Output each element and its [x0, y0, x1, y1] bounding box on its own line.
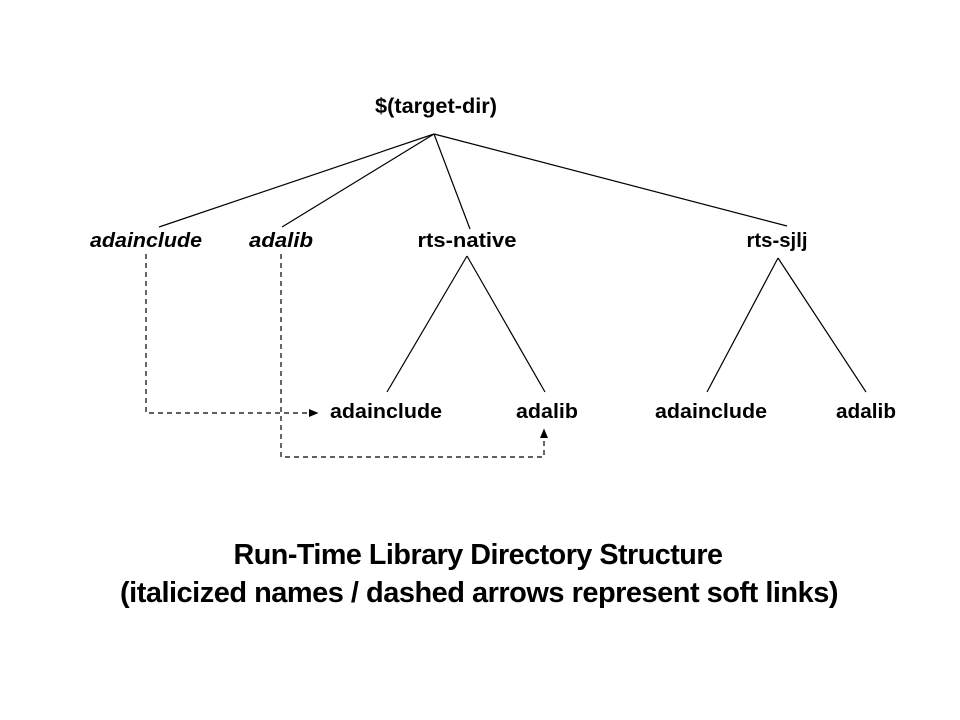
- node-rts-native-adalib: adalib: [516, 401, 578, 423]
- edge-root-adainclude: [158, 133, 435, 228]
- node-rts-sjlj: rts-sjlj: [747, 230, 808, 252]
- node-rts-native: rts-native: [418, 230, 517, 252]
- edge-rts-native-adainclude: [386, 255, 468, 393]
- node-adainclude-softlink: adainclude: [90, 230, 202, 252]
- softlink-arrow-adalib: [280, 254, 548, 458]
- node-rts-sjlj-adainclude: adainclude: [655, 401, 767, 423]
- softlink-arrow-adainclude: [145, 254, 319, 417]
- node-rts-sjlj-adalib: adalib: [836, 401, 896, 423]
- node-target-dir: $(target-dir): [375, 95, 497, 118]
- caption-title: Run-Time Library Directory Structure: [234, 539, 723, 571]
- edge-rts-native-adalib: [466, 255, 546, 393]
- edge-root-rts-native: [433, 133, 471, 230]
- edge-rts-sjlj-adainclude: [706, 257, 779, 393]
- node-rts-native-adainclude: adainclude: [330, 401, 442, 423]
- node-adalib-softlink: adalib: [249, 230, 313, 252]
- caption-subtitle: (italicized names / dashed arrows repres…: [120, 577, 838, 609]
- edge-root-rts-sjlj: [433, 133, 788, 227]
- edge-rts-sjlj-adalib: [777, 257, 867, 393]
- edge-root-adalib: [281, 133, 435, 228]
